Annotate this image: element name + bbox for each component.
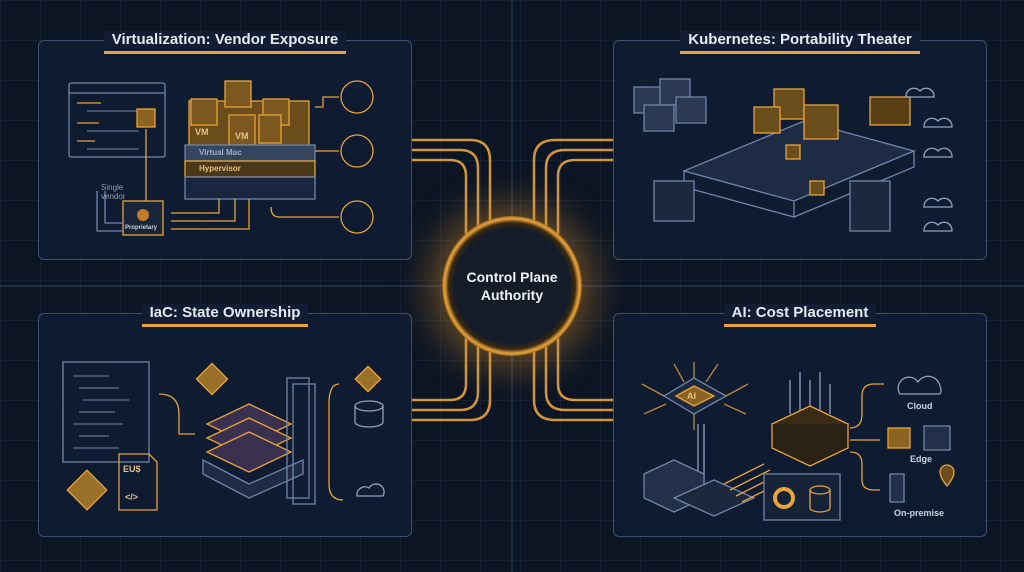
git-icon xyxy=(195,362,229,396)
firewall-icon xyxy=(653,180,695,222)
building-icon xyxy=(889,473,905,503)
panel-ai: AI: Cost Placement AI Cloud Edge On-prem… xyxy=(613,304,987,537)
cloud-icon xyxy=(923,117,953,128)
file-icon xyxy=(118,453,158,511)
kubernetes-illustration xyxy=(633,78,953,232)
git-icon xyxy=(66,469,108,511)
panel-kubernetes: Kubernetes: Portability Theater xyxy=(613,31,987,260)
cloud-icon xyxy=(923,221,953,232)
panel-title: AI: Cost Placement xyxy=(723,304,877,327)
on-premise-label: On-premise xyxy=(894,508,945,518)
panel-title: Kubernetes: Portability Theater xyxy=(680,31,920,54)
hypervisor-layer-label: Hypervisor xyxy=(199,164,241,173)
control-plane-hub: Control Plane Authority xyxy=(442,216,582,356)
virtual-machine-layer-label: Virtual Mac xyxy=(199,148,242,157)
git-icon xyxy=(354,365,382,393)
edge-node-icon xyxy=(887,427,911,449)
iac-illustration xyxy=(62,361,385,511)
ai-chip-label: AI xyxy=(687,391,696,401)
cloud-label: Cloud xyxy=(907,401,933,411)
location-pin-icon xyxy=(939,464,955,487)
cloud-icon xyxy=(897,375,942,395)
panel-title: IaC: State Ownership xyxy=(141,304,309,327)
panel-iac: IaC: State Ownership EU$ </> xyxy=(38,304,412,537)
vm-label: VM xyxy=(235,131,249,141)
vm-label: VM xyxy=(195,127,209,137)
cloud-icon xyxy=(356,483,385,497)
panel-title: Virtualization: Vendor Exposure xyxy=(103,31,347,54)
single-vendor-label: Single vendor xyxy=(101,183,126,201)
cube-icon xyxy=(136,108,156,128)
code-icon: </> xyxy=(125,492,139,502)
ai-illustration xyxy=(641,362,955,521)
edge-node-icon xyxy=(923,425,951,451)
cloud-icon xyxy=(905,87,935,98)
panel-virtualization: Virtualization: Vendor Exposure VM VM Vi… xyxy=(38,31,412,260)
cloud-icon xyxy=(923,197,953,208)
hub-title: Control Plane Authority xyxy=(466,269,558,303)
proprietary-label: Proprietary xyxy=(125,225,158,231)
file-label: EU$ xyxy=(123,464,141,474)
virtualization-illustration xyxy=(68,80,374,236)
edge-label: Edge xyxy=(910,454,933,464)
firewall-icon xyxy=(849,180,891,232)
cloud-icon xyxy=(923,147,953,158)
